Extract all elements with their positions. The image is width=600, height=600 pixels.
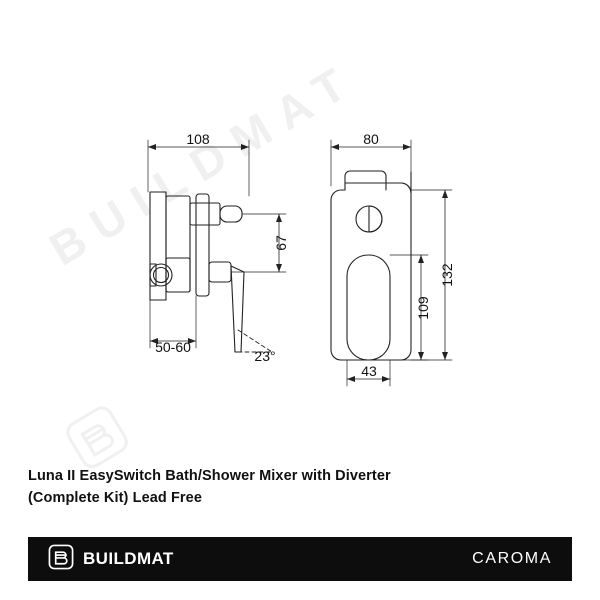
dim-label-132: 132 [439,263,455,287]
buildmat-logo-icon [48,544,74,575]
dim-label-50-60: 50-60 [155,339,191,355]
footer-brand: BUILDMAT [48,544,174,575]
product-title-line-2: (Complete Kit) Lead Free [28,489,203,506]
dim-label-43: 43 [361,363,377,379]
dim-label-angle: 23° [254,348,275,364]
dim-label-67: 67 [273,235,289,251]
footer-partner-brand: CAROMA [472,550,552,567]
product-title-line-1: Luna II EasySwitch Bath/Shower Mixer wit… [28,468,391,484]
dim-label-80: 80 [363,131,379,147]
dim-label-108: 108 [186,131,210,147]
product-title: Luna II EasySwitch Bath/Shower Mixer wit… [28,466,568,510]
dim-label-109: 109 [415,296,431,320]
footer-bar: BUILDMAT CAROMA [28,537,572,581]
technical-drawing: 108 80 50-60 43 23° 67 132 109 [147,131,455,387]
footer-brand-name: BUILDMAT [83,549,174,568]
